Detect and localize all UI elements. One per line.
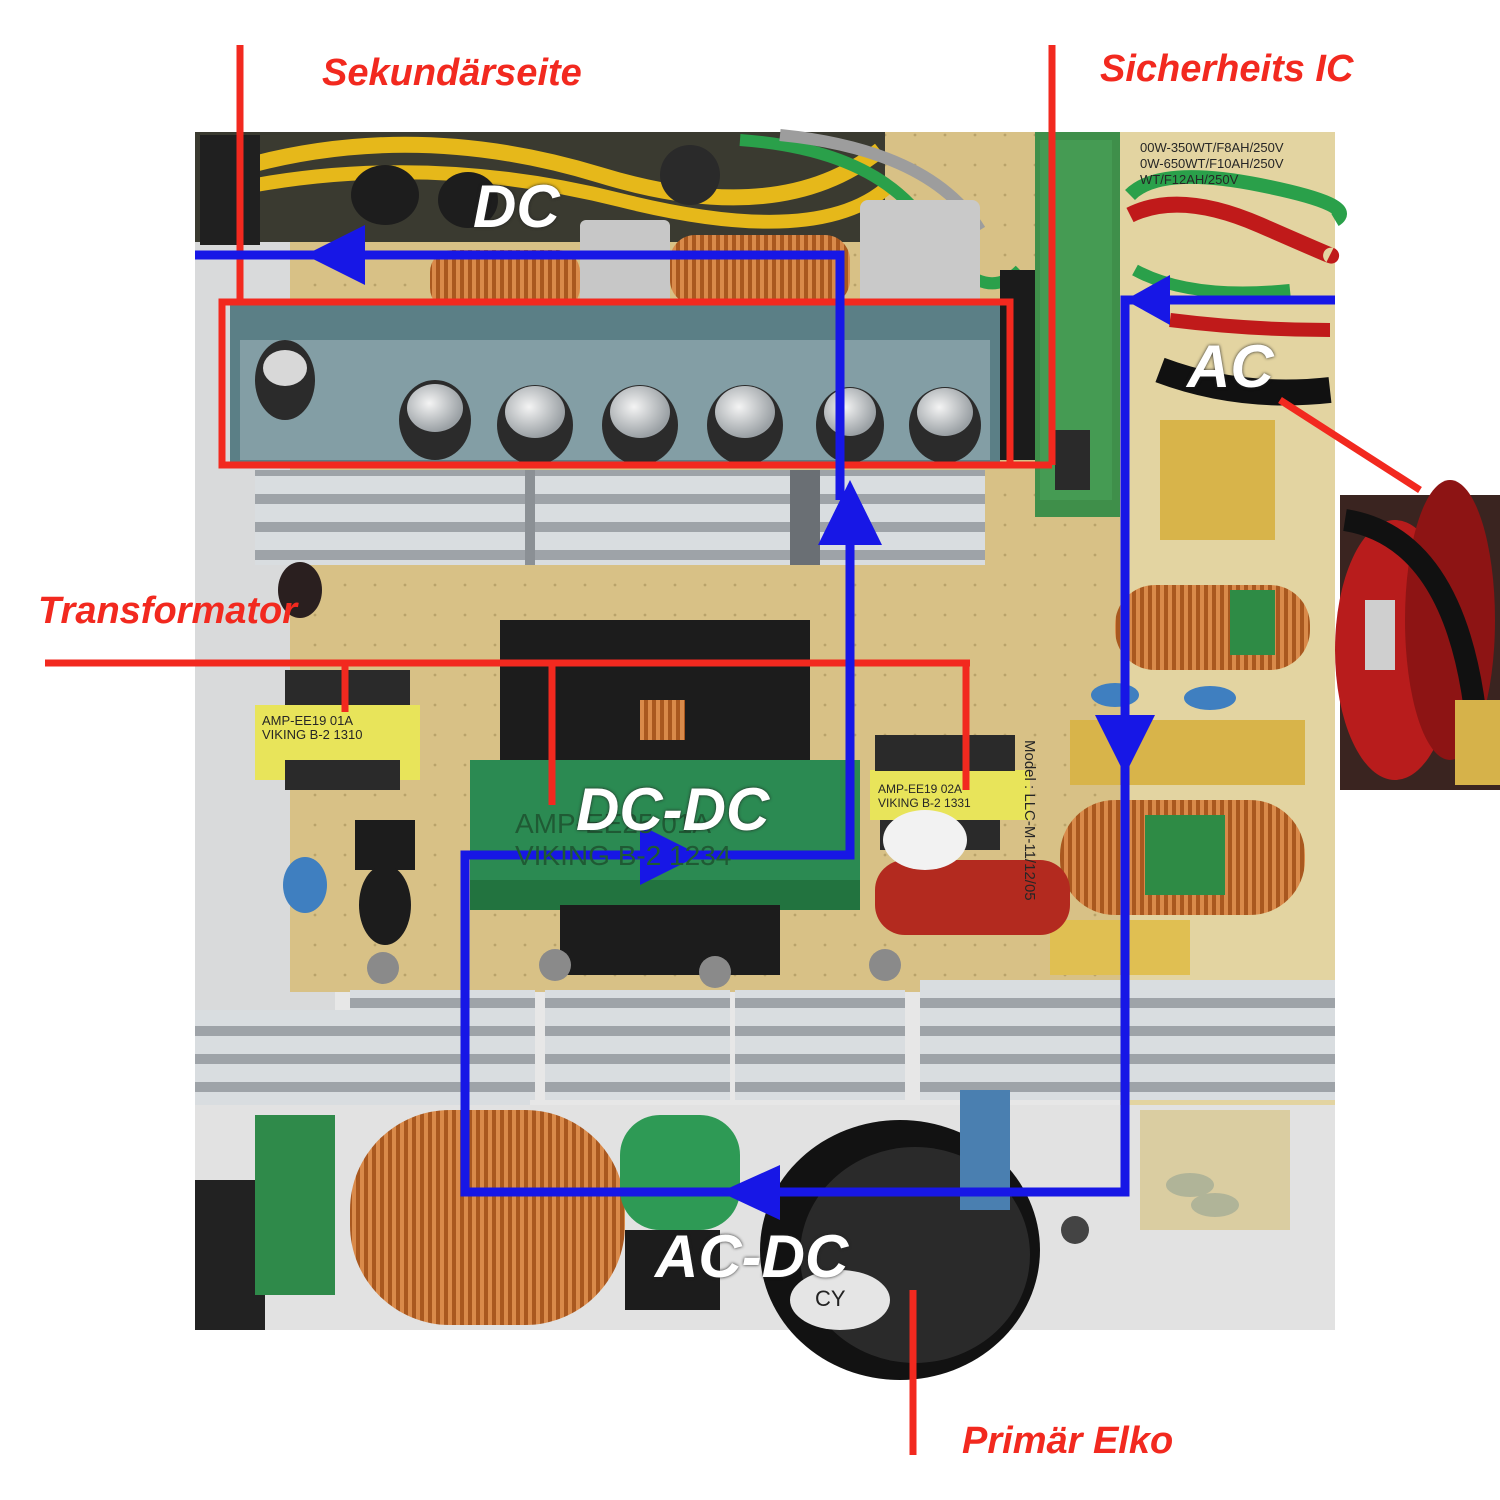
transformer-right-print: AMP-EE19 02A VIKING B-2 1331 — [878, 782, 971, 810]
arrow-right-dcdc — [640, 825, 700, 885]
capacitor-mark: CY — [815, 1286, 846, 1311]
main-transformer-print: AMP-EE25 01A VIKING B-2 1234 — [515, 808, 731, 872]
arrow-left-dc — [305, 225, 365, 285]
label-sekundaerseite: Sekundärseite — [322, 52, 582, 94]
pfc-toroid — [350, 1110, 625, 1325]
secondary-capacitors-top — [351, 145, 720, 228]
fuse-rating-line-2: 0W-650WT/F10AH/250V — [1140, 156, 1284, 171]
output-choke-right — [670, 235, 850, 305]
model-print: Model : LLC-M-11/12/05 — [1021, 740, 1038, 901]
transformer-left-line-1: AMP-EE19 01A — [262, 713, 354, 728]
main-transformer-line-1: AMP-EE25 01A — [515, 808, 712, 839]
label-ac-dc: AC-DC — [655, 1223, 849, 1290]
label-transformator: Transformator — [38, 590, 298, 632]
driver-transformer — [870, 770, 1030, 820]
common-mode-choke-top — [1115, 585, 1310, 670]
flow-arrows — [305, 225, 1170, 1220]
label-primaer-elko: Primär Elko — [962, 1420, 1174, 1462]
transformer-right-line-2: VIKING B-2 1331 — [878, 796, 971, 810]
fuse-rating-print: 00W-350WT/F8AH/250V 0W-650WT/F10AH/250V … — [1140, 140, 1284, 188]
main-transformer-line-2: VIKING B-2 1234 — [515, 840, 732, 871]
transformer-right-line-1: AMP-EE19 02A — [878, 782, 963, 796]
arrow-ac-in — [1125, 275, 1170, 325]
label-sicherheits-ic: Sicherheits IC — [1100, 48, 1354, 90]
fuse-rating-line-3: WT/F12AH/250V — [1140, 172, 1239, 187]
transformer-left-print: AMP-EE19 01A VIKING B-2 1310 — [262, 714, 362, 742]
label-dc-dc: DC-DC — [576, 776, 770, 843]
arrow-up — [818, 480, 882, 545]
label-dc: DC — [473, 173, 560, 240]
transformer-left-line-2: VIKING B-2 1310 — [262, 727, 363, 742]
arrow-down-right — [1095, 715, 1155, 775]
fuse-rating-line-1: 00W-350WT/F8AH/250V — [1140, 140, 1284, 155]
output-choke-left — [430, 250, 580, 310]
x-capacitor-top — [1160, 420, 1275, 540]
secondary-heatsink — [255, 470, 985, 565]
secondary-electrolytic-caps — [255, 340, 981, 465]
arrow-left-bottom — [720, 1165, 780, 1220]
annotation-lines — [45, 45, 1422, 1455]
secondary-side-frame — [218, 298, 1014, 469]
label-ac: AC — [1187, 333, 1274, 400]
film-capacitor — [875, 860, 1070, 935]
fan-controller-board — [255, 1115, 335, 1295]
